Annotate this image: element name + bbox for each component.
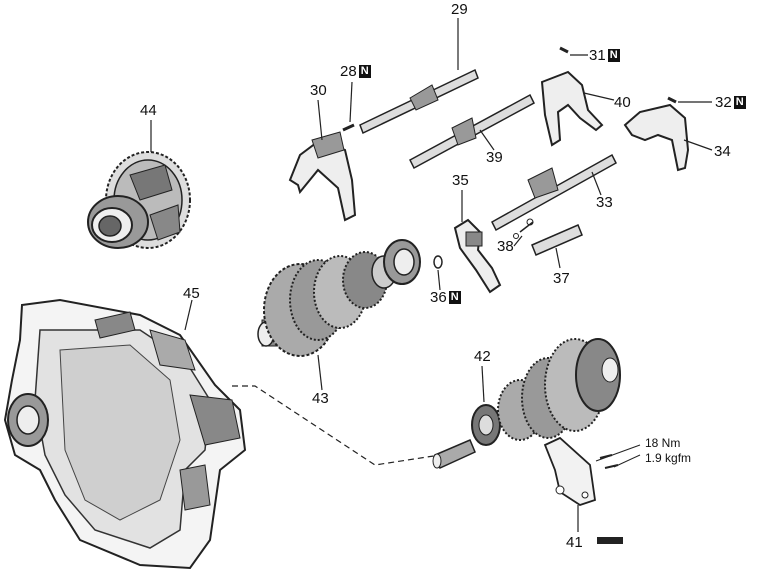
input-shaft-assembly [257,239,421,357]
callout-28-number: 28 [340,63,357,80]
leader-39 [479,129,495,151]
ring-36 [433,255,443,269]
differential-assembly [87,151,191,249]
shift-rail-29 [359,68,479,135]
callout-40: 40 [614,94,631,111]
torque-spec: 18 Nm 1.9 kgfm [645,436,691,466]
leader-43 [317,354,323,391]
spring-pin-31 [559,46,569,54]
callout-34: 34 [714,143,731,160]
callout-30: 30 [310,82,327,99]
callout-35: 35 [452,172,469,189]
leader-37 [555,247,561,269]
spring-pin-32 [667,96,677,104]
new-part-mark-28: N [358,65,371,78]
callout-45: 45 [183,285,200,302]
callout-29: 29 [451,1,468,18]
leader-30 [317,99,323,141]
shift-lever-35 [453,218,502,294]
callout-32-number: 32 [715,94,732,111]
new-part-mark-32: N [733,96,746,109]
shift-rail-39 [409,93,535,170]
bolt-symbol-41 [597,537,623,544]
interlock-plunger-37 [531,224,583,256]
callout-36-number: 36 [430,289,447,306]
callout-43: 43 [312,390,329,407]
detent-parts-38 [513,218,534,239]
callout-33: 33 [596,194,613,211]
callout-31-number: 31 [589,47,606,64]
leader-torque-a [595,444,641,462]
bracket-part [543,436,619,506]
shift-rail-33 [491,153,617,232]
callout-38: 38 [497,238,514,255]
spring-pin-28 [342,123,355,132]
new-part-mark-36: N [448,291,461,304]
leader-38 [513,235,523,247]
shift-fork-34 [623,103,690,172]
new-part-mark-31: N [607,49,620,62]
leader-33 [591,171,602,196]
callout-44: 44 [140,102,157,119]
leader-45 [184,299,193,331]
torque-spec-nm: 18 Nm [645,436,681,450]
leader-40 [583,92,615,101]
callout-37: 37 [553,270,570,287]
leader-28 [349,81,353,123]
leader-34 [683,139,713,151]
shift-fork-40 [540,70,604,147]
shift-fork-30 [288,131,357,222]
leader-42 [481,365,485,403]
leader-36 [437,269,441,291]
transaxle-case [3,298,247,570]
callout-41: 41 [566,534,583,551]
leader-torque-b [613,454,641,468]
torque-spec-kgfm: 1.9 kgfm [645,451,692,465]
callout-39: 39 [486,149,503,166]
alignment-line [232,385,441,466]
callout-42: 42 [474,348,491,365]
output-shaft-assembly [432,338,621,470]
